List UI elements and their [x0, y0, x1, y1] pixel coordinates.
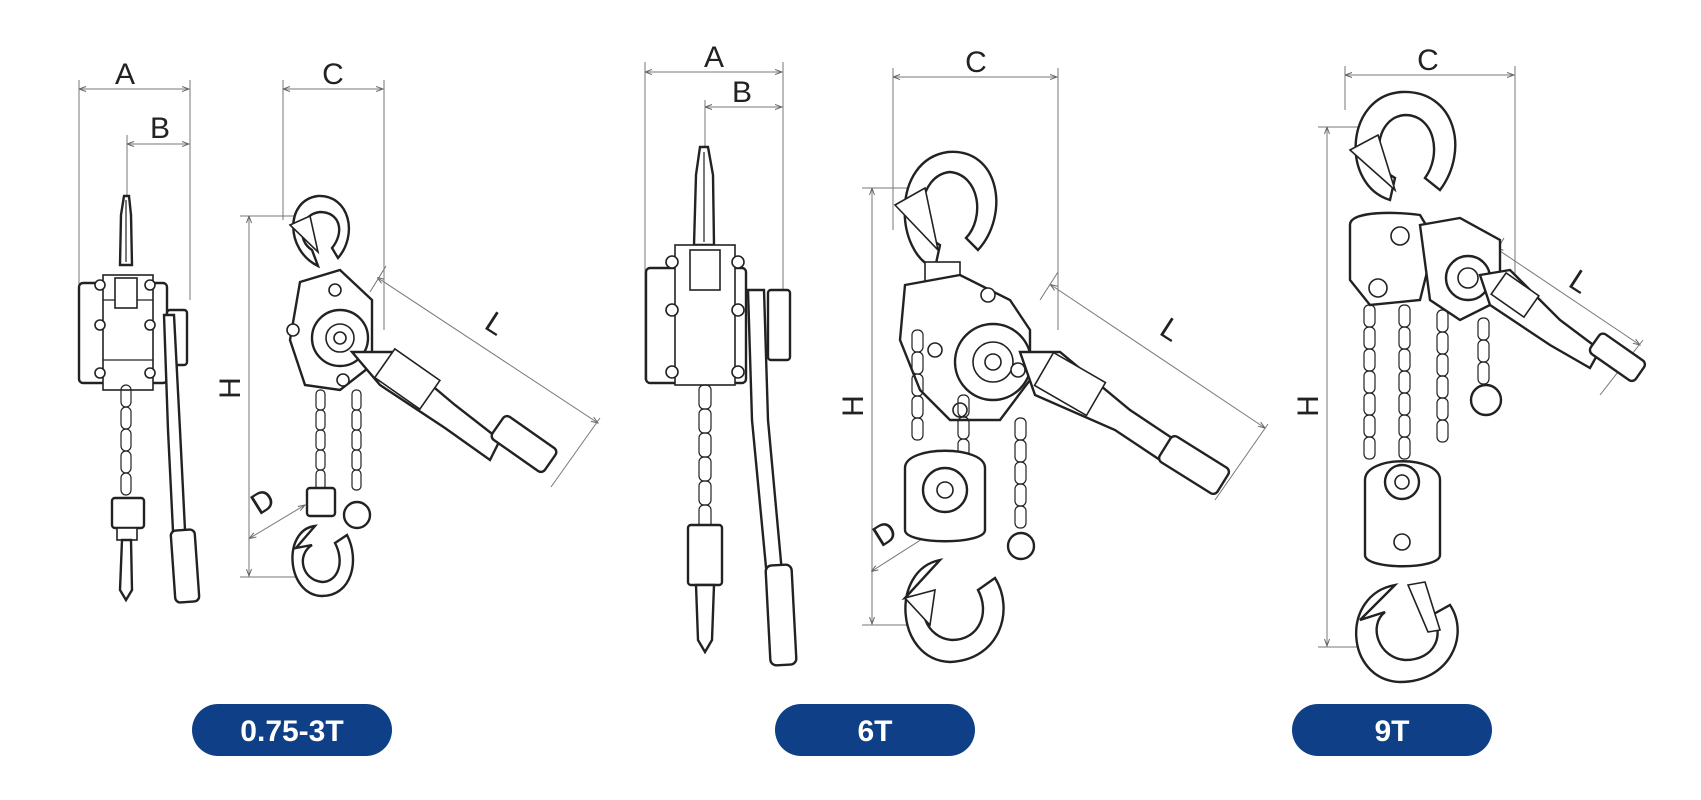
model-badge-2-pill	[775, 704, 975, 756]
dim-label-l: L	[479, 306, 511, 343]
dim-d-1: D	[245, 482, 305, 538]
model-badge-2: 6T	[775, 704, 975, 756]
dim-label-c: C	[322, 58, 344, 91]
model-2-side-view: A B	[644, 41, 798, 667]
model-3-front-view: C H L	[1292, 44, 1647, 684]
dim-h-3: H	[1292, 126, 1380, 648]
model-1-side-view: A B	[77, 58, 201, 604]
model-badge-1-label: 0.75-3T	[240, 715, 343, 748]
dim-label-a: A	[704, 41, 724, 74]
dim-label-c: C	[965, 46, 987, 79]
dim-label-l: L	[1154, 312, 1186, 349]
dim-label-l: L	[1563, 264, 1595, 301]
dim-label-h: H	[837, 395, 870, 417]
dim-label-b: B	[150, 112, 170, 145]
dim-h-1: H	[214, 215, 300, 578]
model-badge-2-label: 6T	[857, 715, 892, 748]
model-badge-3-pill	[1292, 704, 1492, 756]
dim-b-2: B	[704, 76, 782, 150]
model-badge-3: 9T	[1292, 704, 1492, 756]
dim-h-2: H	[837, 187, 920, 626]
model-badge-3-label: 9T	[1374, 715, 1409, 748]
model-badge-1-pill	[192, 704, 392, 756]
dim-label-b: B	[732, 76, 752, 109]
dim-label-h: H	[214, 377, 247, 399]
dim-c-3: C	[1344, 44, 1516, 275]
dim-label-d: D	[245, 482, 281, 521]
model-badge-1: 0.75-3T	[192, 704, 392, 756]
dim-b-1: B	[126, 112, 189, 200]
model-1-front-view: C H D L	[214, 58, 601, 598]
dim-label-a: A	[115, 58, 135, 91]
dim-label-h: H	[1292, 395, 1325, 417]
model-2-front-view: C H D L	[837, 46, 1269, 664]
dim-label-c: C	[1417, 44, 1439, 77]
